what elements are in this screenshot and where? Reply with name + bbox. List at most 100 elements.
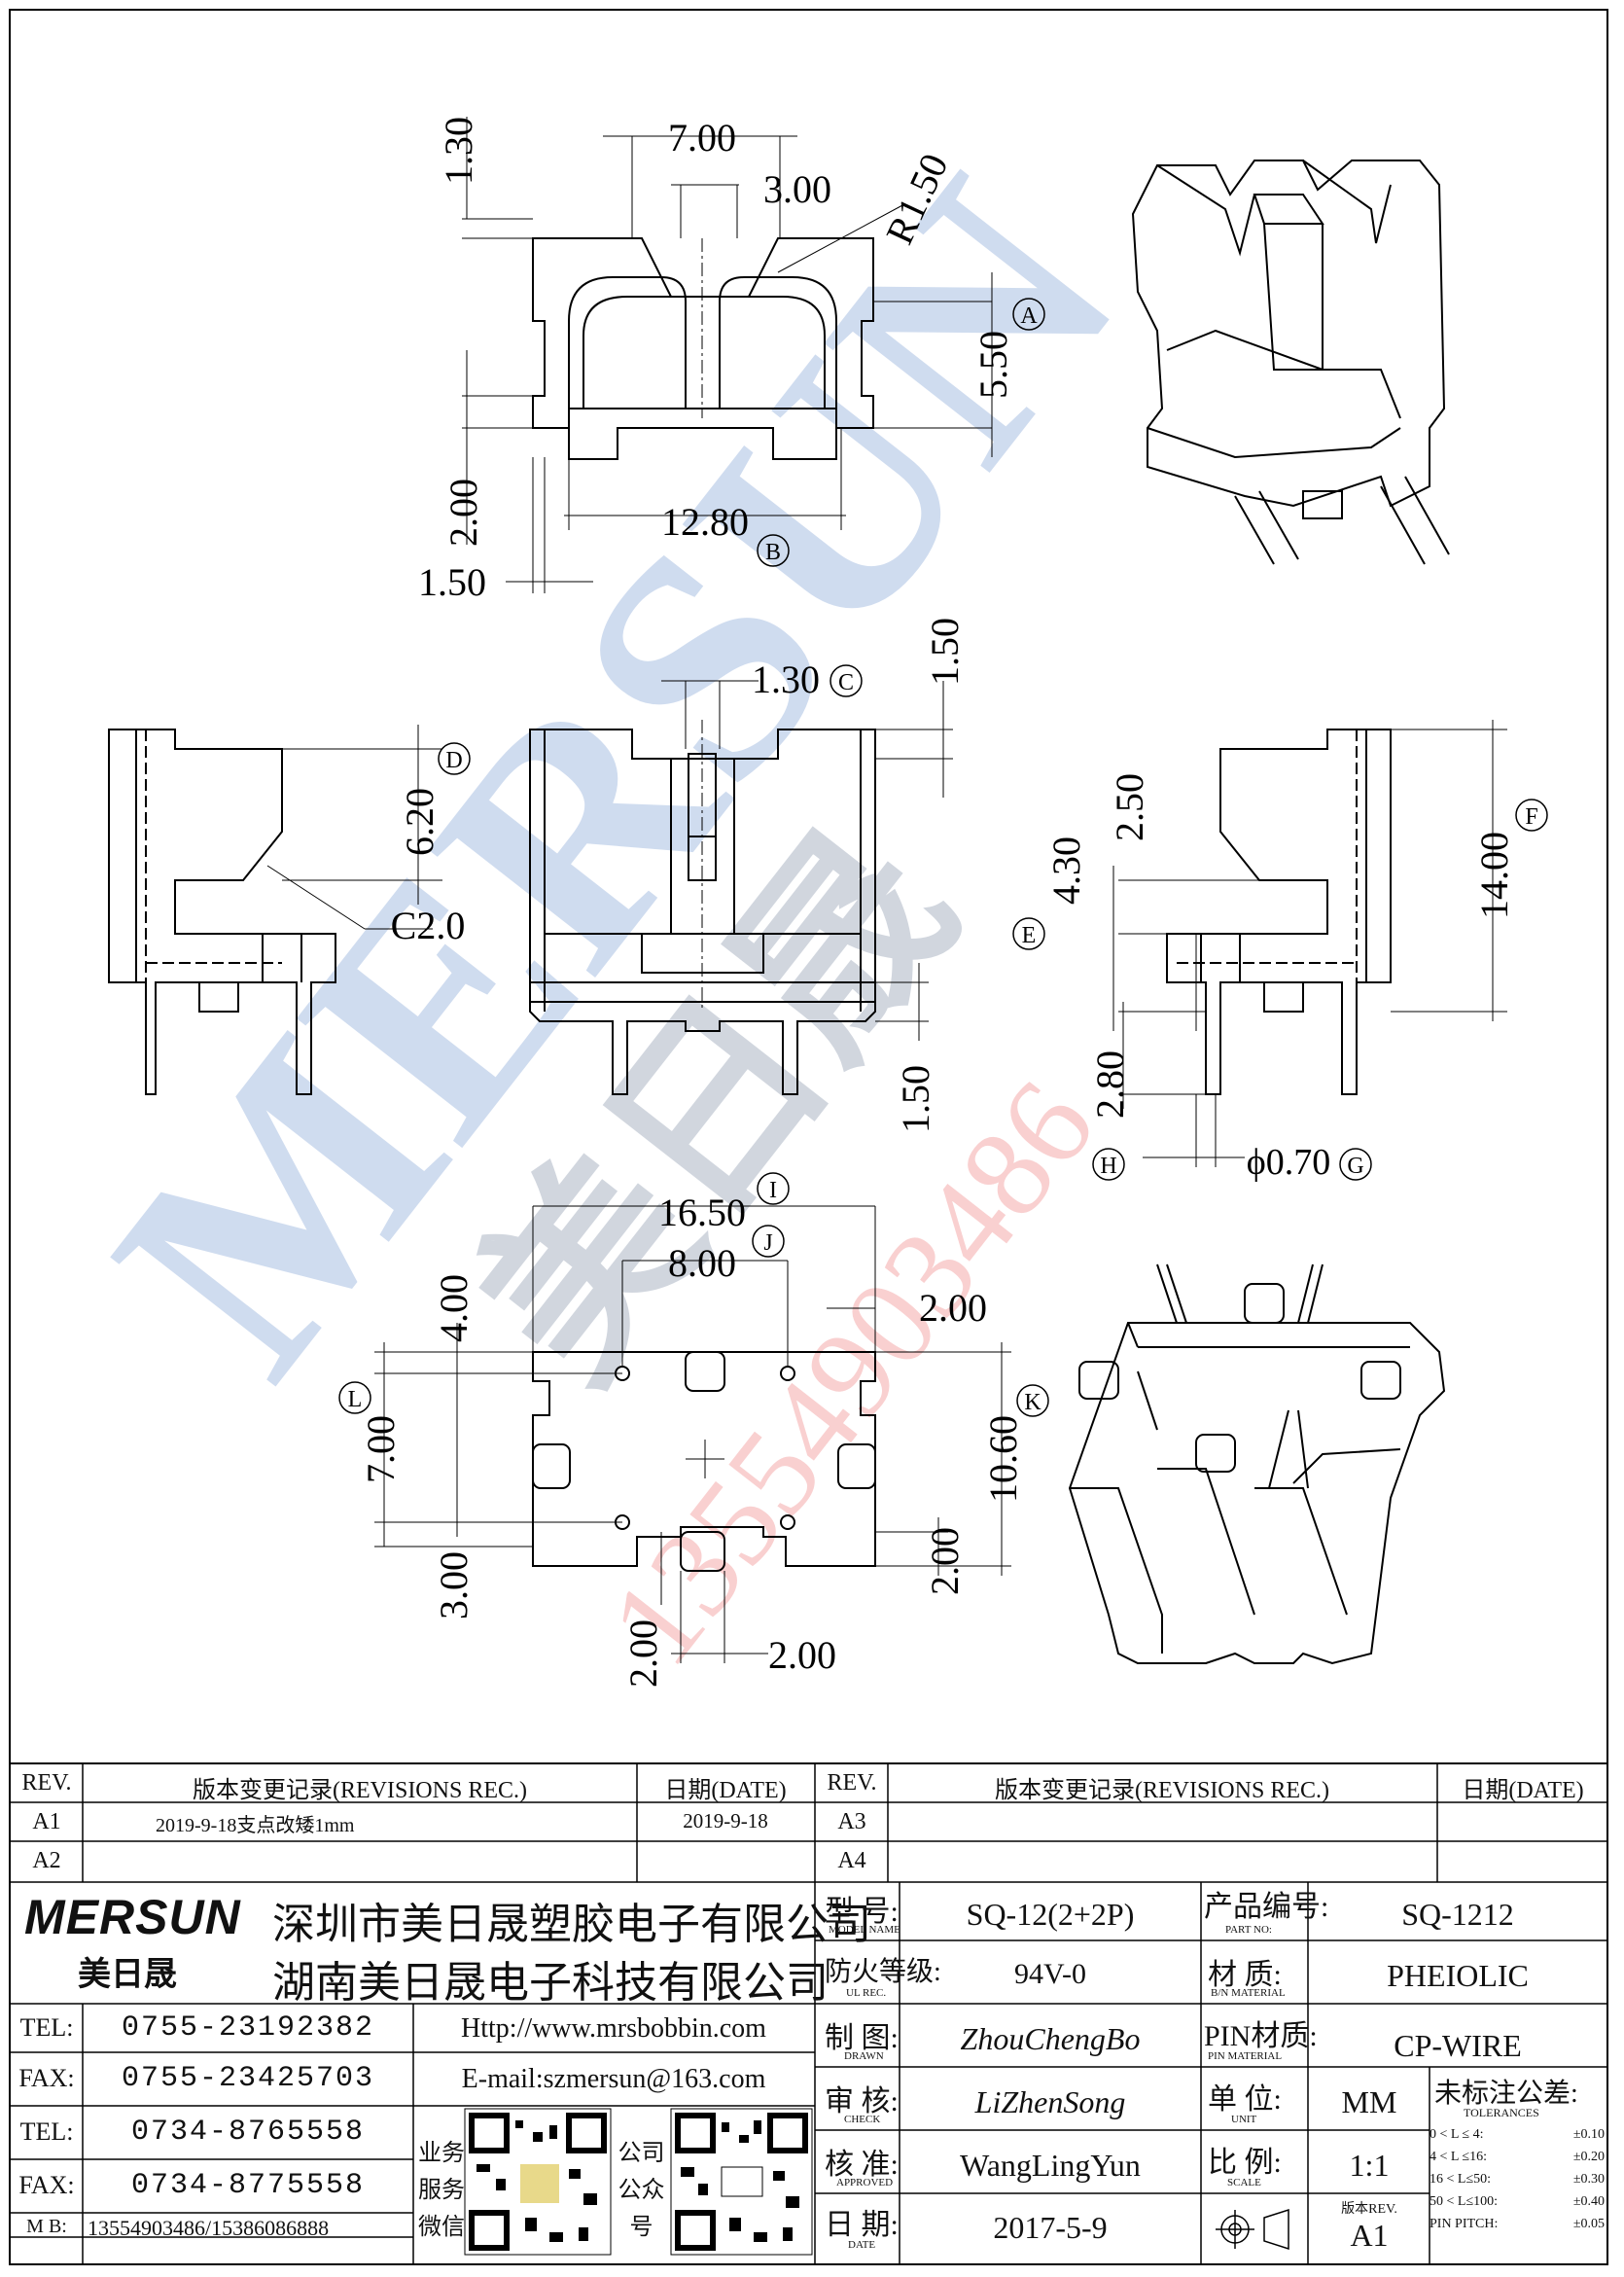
dim-right-4-30: 4.30 xyxy=(1044,836,1088,905)
ref-d: D xyxy=(445,748,462,773)
qr1-label-line2: 服务 xyxy=(418,2178,465,2203)
ref-k: K xyxy=(1024,1390,1041,1415)
material-value: PHEIOLIC xyxy=(1387,1958,1529,1993)
qr1-label: 业务 服务 微信 xyxy=(418,2135,465,2246)
fax2-value: 0734-8775558 xyxy=(130,2169,366,2202)
front-view-dims xyxy=(661,680,953,1041)
rev-left-header-desc: 版本变更记录(REVISIONS REC.) xyxy=(192,1778,527,1803)
fax1-label: FAX: xyxy=(18,2064,75,2092)
fax1-value: 0755-23425703 xyxy=(121,2062,375,2095)
qr-code-2 xyxy=(670,2108,813,2256)
ref-h: H xyxy=(1100,1154,1116,1179)
dim-bottom-2-00-br: 2.00 xyxy=(923,1527,967,1595)
date-label-en: DATE xyxy=(848,2239,876,2251)
ref-f: F xyxy=(1525,804,1537,830)
top-view-dims xyxy=(462,117,993,593)
model-value: SQ-12(2+2P) xyxy=(966,1897,1135,1932)
right-view-dims xyxy=(1112,720,1507,1167)
check-label-en: CHECK xyxy=(844,2114,881,2125)
tel2-label: TEL: xyxy=(19,2117,74,2146)
ul-label: 防火等级: xyxy=(825,1957,941,1987)
tel1-value: 0755-23192382 xyxy=(121,2011,375,2045)
tolerance-row: 50 < L≤100:±0.40 xyxy=(1430,2194,1605,2209)
date-label: 日 期: xyxy=(825,2209,899,2241)
dim-front-1-30: 1.30 xyxy=(752,658,820,701)
left-view xyxy=(108,729,336,1095)
bottom-view xyxy=(532,1351,876,1572)
dim-right-2-50: 2.50 xyxy=(1108,773,1151,841)
ref-l: L xyxy=(348,1387,363,1412)
pin-label-en: PIN MATERIAL xyxy=(1208,2050,1283,2062)
date-value: 2017-5-9 xyxy=(993,2210,1108,2245)
mb-label: M B: xyxy=(26,2216,67,2237)
rev-label: 版本REV. xyxy=(1341,2202,1397,2217)
company-logo: MERSUN xyxy=(24,1890,241,1944)
tolerance-title: 未标注公差: xyxy=(1434,2079,1578,2109)
company-logo-cn: 美日晟 xyxy=(78,1955,177,1994)
ul-label-en: UL REC. xyxy=(846,1987,887,1999)
dim-top-5-50: 5.50 xyxy=(971,331,1015,399)
top-view xyxy=(532,237,874,460)
company-website[interactable]: Http://www.mrsbobbin.com xyxy=(461,2013,766,2044)
scale-label-en: SCALE xyxy=(1227,2177,1261,2188)
qr1-label-line3: 微信 xyxy=(418,2215,465,2240)
qr2-label-line1: 公司 xyxy=(618,2141,665,2166)
drawn-value: ZhouChengBo xyxy=(960,2021,1141,2056)
check-label: 审 核: xyxy=(825,2085,899,2117)
sheet-border xyxy=(9,9,1608,2265)
dim-top-1-50: 1.50 xyxy=(418,560,486,604)
rev-right-row-rev: A3 xyxy=(837,1809,866,1834)
left-view-dims xyxy=(266,725,442,930)
drawn-label-en: DRAWN xyxy=(844,2050,884,2062)
iso-view-top xyxy=(1131,160,1450,565)
scale-label: 比 例: xyxy=(1208,2147,1282,2179)
ref-c: C xyxy=(838,670,854,695)
dim-bottom-2-00-bl: 2.00 xyxy=(621,1619,665,1688)
dim-front-1-50-bot: 1.50 xyxy=(894,1065,937,1133)
dim-bottom-3-00: 3.00 xyxy=(432,1551,476,1619)
rev-left-row-date: 2019-9-18 xyxy=(683,1809,768,1832)
material-label-en: B/N MATERIAL xyxy=(1211,1987,1286,1999)
dim-bottom-8-00: 8.00 xyxy=(668,1241,736,1285)
right-view xyxy=(1166,729,1392,1095)
check-value: LiZhenSong xyxy=(974,2084,1126,2119)
ref-i: I xyxy=(769,1178,777,1203)
tel1-label: TEL: xyxy=(19,2013,74,2042)
tolerance-row: PIN PITCH:±0.05 xyxy=(1430,2217,1605,2231)
pin-value: CP-WIRE xyxy=(1394,2028,1522,2063)
dim-bottom-4-00: 4.00 xyxy=(432,1274,476,1342)
dim-right-14-00: 14.00 xyxy=(1472,832,1516,919)
rev-right-row2-rev: A4 xyxy=(837,1848,866,1873)
company-email[interactable]: E-mail:szmersun@163.com xyxy=(461,2064,766,2094)
part-value: SQ-1212 xyxy=(1401,1897,1514,1932)
company-name-1: 深圳市美日晟塑胶电子有限公司 xyxy=(272,1901,871,1948)
approved-value: WangLingYun xyxy=(960,2148,1141,2183)
rev-right-header-rev: REV. xyxy=(827,1770,877,1796)
ul-value: 94V-0 xyxy=(1014,1958,1086,1990)
qr1-label-line1: 业务 xyxy=(418,2141,465,2166)
dim-left-6-20: 6.20 xyxy=(398,788,441,856)
dim-top-2-00: 2.00 xyxy=(441,479,485,547)
dim-right-phi-0-70: ϕ0.70 xyxy=(1247,1142,1331,1183)
material-label: 材 质: xyxy=(1208,1959,1282,1991)
mb-value: 13554903486/15386086888 xyxy=(88,2216,330,2240)
dim-top-3-00: 3.00 xyxy=(763,167,831,211)
unit-label-en: UNIT xyxy=(1231,2114,1257,2125)
dim-left-c2-0: C2.0 xyxy=(391,904,466,947)
qr2-label-line3: 号 xyxy=(629,2215,653,2240)
dim-bottom-16-50: 16.50 xyxy=(658,1191,746,1234)
rev-left-header-date: 日期(DATE) xyxy=(664,1778,787,1803)
drawn-label: 制 图: xyxy=(825,2022,899,2054)
tolerance-row: 4 < L ≤16:±0.20 xyxy=(1430,2150,1605,2164)
dim-top-1-30: 1.30 xyxy=(437,117,480,185)
pin-label: PIN材质: xyxy=(1204,2020,1318,2052)
company-name-2: 湖南美日晟电子科技有限公司 xyxy=(272,1959,829,2007)
scale-value: 1:1 xyxy=(1349,2148,1390,2183)
fax2-label: FAX: xyxy=(18,2171,75,2199)
qr2-label-line2: 公众 xyxy=(618,2178,665,2203)
qr2-label: 公司 公众 号 xyxy=(615,2135,668,2246)
rev-left-row-desc: 2019-9-18支点改矮1mm xyxy=(156,1815,355,1836)
title-block-grid xyxy=(10,1763,1607,2264)
